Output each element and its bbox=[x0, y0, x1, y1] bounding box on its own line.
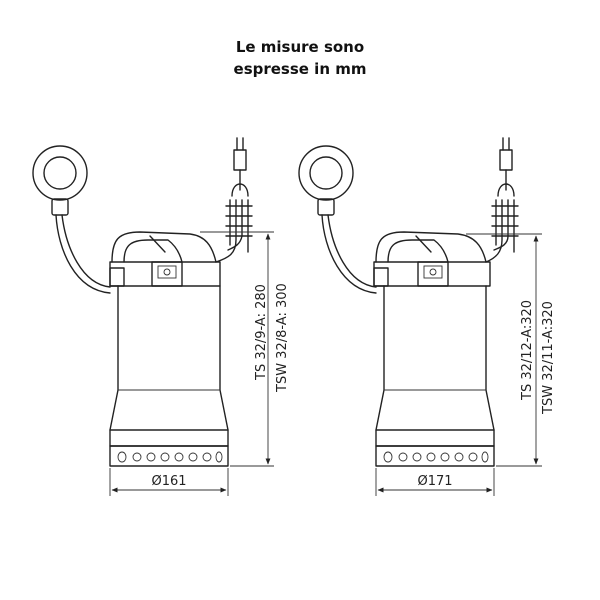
pump-1-base bbox=[109, 445, 229, 467]
pump-1-suction-holes bbox=[117, 451, 223, 463]
pump-2-connector-box bbox=[417, 261, 449, 287]
pump-1-body bbox=[109, 285, 229, 447]
pump-2-diameter-dimension: Ø171 bbox=[375, 468, 495, 496]
pump-2-float-switch bbox=[298, 145, 377, 294]
pump-2-handle bbox=[375, 231, 487, 263]
pump-1-diameter-label: Ø161 bbox=[151, 474, 186, 489]
pump-1-drawing: TS 32/9-A: 280 TSW 32/8-A: 300 Ø161 bbox=[32, 137, 290, 496]
pump-1-connector-box bbox=[151, 261, 183, 287]
pump-1-height-label-1: TS 32/9-A: 280 bbox=[254, 284, 269, 381]
pump-2-body bbox=[375, 285, 495, 447]
pump-1-height-label-2: TSW 32/8-A: 300 bbox=[275, 283, 290, 393]
pump-2-suction-holes bbox=[383, 451, 489, 463]
pump-1-diameter-dimension: Ø161 bbox=[109, 468, 229, 496]
pump-2-base bbox=[375, 445, 495, 467]
title-line-2: espresse in mm bbox=[233, 60, 367, 78]
pump-2-drawing: TS 32/12-A:320 TSW 32/11-A:320 Ø171 bbox=[298, 137, 556, 496]
pump-2-cable-clip bbox=[373, 267, 389, 287]
title-line-1: Le misure sono bbox=[235, 38, 365, 56]
pump-1-power-cable bbox=[215, 137, 253, 263]
pump-2-power-cable bbox=[485, 137, 519, 263]
pump-2-diameter-label: Ø171 bbox=[417, 474, 452, 489]
pump-1-height-dimension: TS 32/9-A: 280 TSW 32/8-A: 300 bbox=[200, 231, 290, 467]
pump-2-height-label-2: TSW 32/11-A:320 bbox=[541, 301, 556, 415]
pump-2-height-dimension: TS 32/12-A:320 TSW 32/11-A:320 bbox=[466, 233, 556, 467]
pump-1-cable-clip bbox=[109, 267, 125, 287]
pump-1-float-switch bbox=[32, 145, 111, 294]
pump-2-height-label-1: TS 32/12-A:320 bbox=[520, 300, 535, 401]
diagram-title: Le misure sono espresse in mm bbox=[0, 36, 600, 80]
pump-1-handle bbox=[111, 231, 217, 263]
